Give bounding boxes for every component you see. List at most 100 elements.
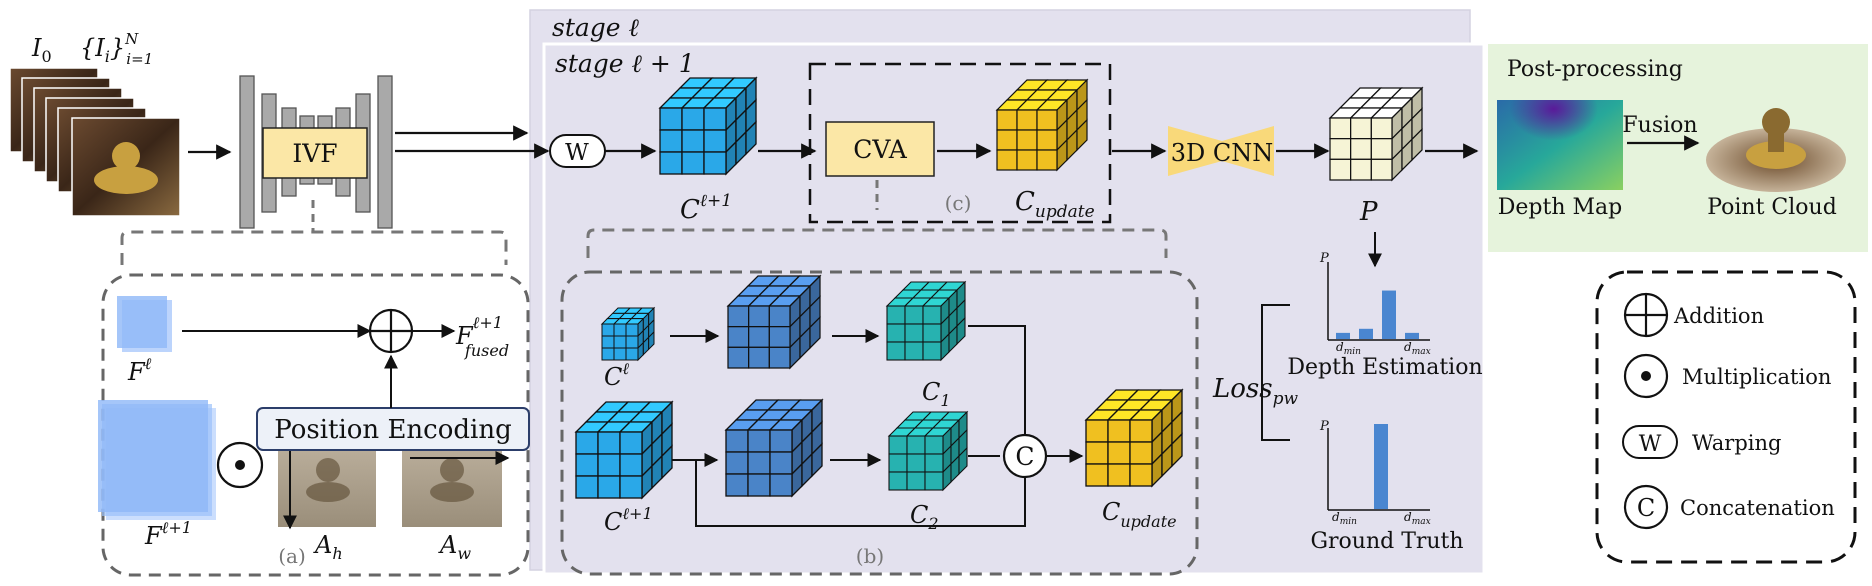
panel-a-bracket: [120, 230, 508, 265]
legend-warp-icon: [1622, 425, 1678, 459]
point-cloud-label: Point Cloud: [1707, 195, 1837, 220]
cube-front-cell: [1329, 158, 1352, 181]
cube-front-cell: [1036, 109, 1058, 131]
cube-front-cell: [747, 451, 771, 475]
feature-fl1: [98, 400, 208, 512]
warp-label: W: [565, 140, 589, 166]
cube-front-cell: [1085, 441, 1109, 465]
cube-front-cell: [1350, 117, 1372, 140]
cube-front-cell: [886, 305, 906, 325]
ivf-bar-7: [377, 75, 393, 229]
cube-front-cell: [888, 453, 908, 473]
stage-l1-label: stage ℓ + 1: [555, 49, 695, 78]
cube-side-cell: [1171, 432, 1183, 468]
cube-front-cell: [748, 346, 770, 369]
cube-front-cell: [1085, 419, 1109, 443]
cube-front-cell: [619, 431, 643, 455]
panel-b-bracket: [586, 228, 1168, 258]
cube-front-cell: [747, 429, 771, 453]
cube-front-cell: [924, 453, 944, 473]
cube-front-cell: [769, 473, 793, 497]
label-c-next: Cℓ+1: [680, 191, 732, 225]
label-fl: Fℓ: [127, 354, 152, 386]
cube-front-cell: [575, 453, 599, 477]
label-c1: C1: [922, 378, 951, 410]
panel-a-box: [101, 273, 530, 577]
legend-concatenation-label: Concatenation: [1680, 496, 1835, 520]
cube-front-cell: [601, 335, 615, 349]
cube-front-cell: [597, 431, 621, 455]
panel-b-box: [560, 270, 1199, 576]
cube-front-cell: [727, 305, 750, 328]
legend-multiplication-label: Multiplication: [1682, 365, 1831, 389]
cube-front-cell: [659, 151, 683, 175]
cube-front-cell: [1016, 109, 1038, 131]
legend-warping-label: Warping: [1692, 431, 1781, 455]
cnn-label: 3D CNN: [1171, 139, 1274, 167]
depth-map-label: Depth Map: [1498, 195, 1622, 220]
cube-front-cell: [703, 129, 727, 153]
cost-volume-c-l: [600, 306, 656, 362]
cube-front-cell: [601, 323, 615, 337]
panel-c-box: [808, 62, 1112, 224]
fusion-label: Fusion: [1622, 113, 1697, 138]
point-cloud-image: [1706, 108, 1846, 192]
cnn-encoder-shape: [1168, 126, 1222, 176]
cube-front-cell: [1370, 158, 1393, 181]
cube-front-cell: [996, 149, 1018, 171]
cube-front-cell: [922, 323, 942, 343]
cube-side-cell: [811, 442, 823, 478]
cube-front-cell: [996, 129, 1018, 151]
cube-front-cell: [613, 323, 627, 337]
hist-gt-bar-0: [1374, 424, 1388, 509]
cube-side-cell: [1076, 118, 1088, 152]
cube-front-cell: [1129, 441, 1153, 465]
hist-est-y-label: P: [1319, 251, 1329, 266]
cube-front-cell: [1350, 158, 1372, 181]
connector-c1-to-concat: [968, 325, 1026, 435]
label-b-cl1: Cℓ+1: [604, 504, 653, 536]
cube-front-cell: [906, 471, 926, 491]
label-b-update: Cupdate: [1102, 498, 1177, 531]
label-fl1: Fℓ+1: [144, 518, 192, 550]
legend-concat-symbol: C: [1637, 494, 1655, 522]
cube-front-cell: [725, 451, 749, 475]
position-encoding-box: [256, 407, 530, 451]
cost-volume-c-l1: [574, 400, 674, 500]
multiplication-dot: [235, 460, 245, 470]
cost-volume-c2: [887, 410, 969, 492]
histogram-depth-estimation: [1327, 262, 1430, 341]
cube-front-cell: [904, 323, 924, 343]
panel-b-tag: (b): [856, 544, 884, 568]
legend-addition-label: Addition: [1673, 304, 1764, 328]
legend-concat-icon: [1623, 484, 1669, 530]
cube-front-cell: [727, 346, 750, 369]
hist-est-title: Depth Estimation: [1287, 355, 1482, 380]
cube-front-cell: [1350, 138, 1372, 160]
input-i0: I0: [31, 34, 52, 66]
input-image-stack: [9, 67, 181, 217]
cube-front-cell: [888, 471, 908, 491]
post-processing-title: Post-processing: [1507, 57, 1683, 82]
cube-front-cell: [747, 473, 771, 497]
cube-front-cell: [613, 335, 627, 349]
hist-est-bar-2: [1382, 290, 1396, 339]
cube-front-cell: [1016, 149, 1038, 171]
cube-front-cell: [725, 429, 749, 453]
cva-block: [825, 121, 935, 177]
label-c2: C2: [910, 501, 939, 533]
cube-front-cell: [1085, 463, 1109, 487]
hist-gt-dmax: dmax: [1404, 510, 1431, 527]
cube-side-cell: [956, 316, 966, 346]
cube-side-cell: [745, 120, 757, 156]
cube-front-cell: [906, 453, 926, 473]
cube-front-cell: [924, 435, 944, 455]
cube-front-cell: [1036, 129, 1058, 151]
histogram-ground-truth: [1327, 424, 1430, 511]
cube-front-cell: [904, 341, 924, 361]
cube-front-cell: [681, 151, 705, 175]
cube-front-cell: [768, 326, 791, 348]
cube-front-cell: [768, 305, 791, 328]
label-b-cl: Cℓ: [604, 359, 629, 391]
